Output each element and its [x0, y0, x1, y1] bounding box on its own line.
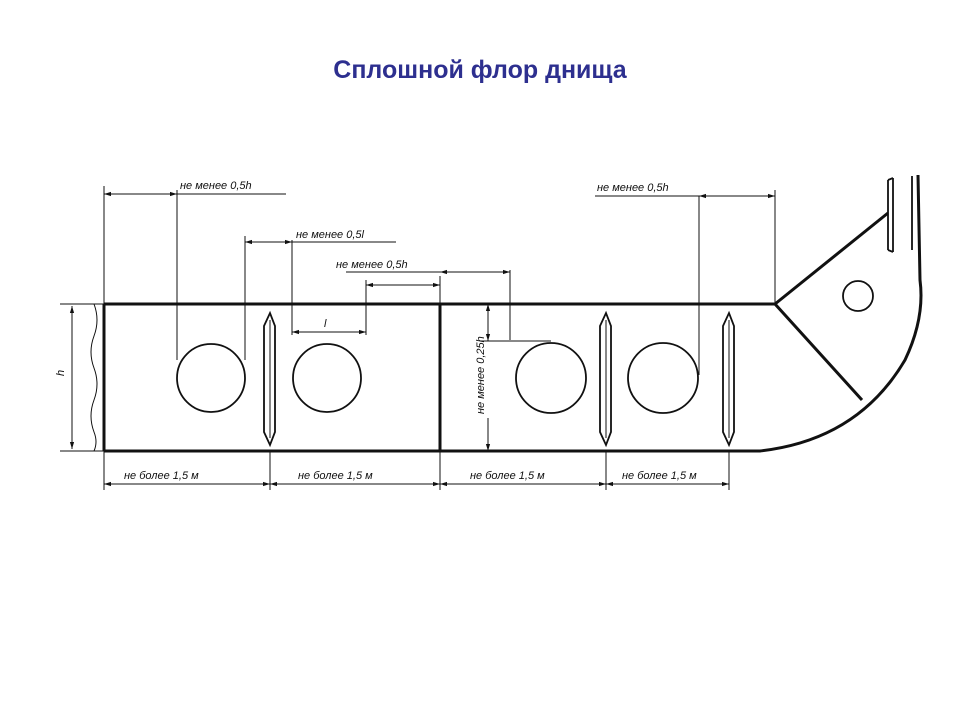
label-bottom-1: не более 1,5 м	[124, 470, 199, 482]
lightening-holes	[176, 342, 699, 414]
label-bottom-3: не более 1,5 м	[470, 470, 545, 482]
stiffeners	[263, 310, 735, 448]
label-top-05l: не менее 0,5l	[296, 229, 365, 241]
label-top-right-05h: не менее 0,5h	[597, 182, 669, 194]
hole-1	[176, 343, 246, 413]
page-title: Сплошной флор днища	[333, 56, 627, 84]
hole-2	[292, 343, 362, 413]
label-vertical-025h: не менее 0,25h	[475, 336, 487, 414]
hole-4	[627, 342, 699, 414]
label-bottom-4: не более 1,5 м	[622, 470, 697, 482]
extension-lines	[60, 186, 776, 490]
label-top-left-05h: не менее 0,5h	[180, 180, 252, 192]
dimension-lines	[69, 191, 775, 487]
label-top-mid-05h: не менее 0,5h	[336, 259, 408, 271]
bilge-bracket	[735, 174, 923, 453]
label-bottom-2: не более 1,5 м	[298, 470, 373, 482]
floor-plate	[90, 302, 775, 453]
hole-3	[515, 342, 587, 414]
label-hole-width: l	[324, 318, 327, 330]
small-hole	[842, 280, 874, 312]
label-height: h	[55, 370, 67, 376]
